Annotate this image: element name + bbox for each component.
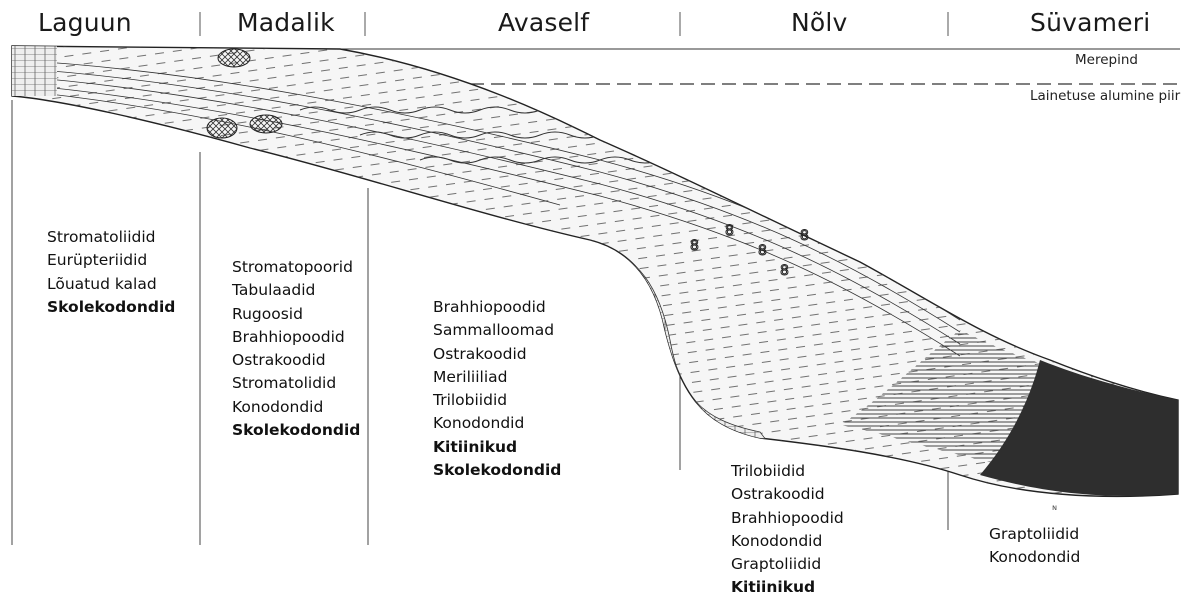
fauna-list-avaself: Brahhiopoodid Sammalloomad Ostrakoodid M… — [433, 296, 561, 482]
fauna-item: Stromatoliidid — [47, 226, 175, 249]
fauna-item-bold: Skolekodondid — [232, 419, 360, 442]
fauna-item: Tabulaadid — [232, 279, 360, 302]
fauna-item: Brahhiopoodid — [433, 296, 561, 319]
zone-title-laguun: Laguun — [38, 8, 132, 37]
fauna-list-laguun: Stromatoliidid Eurüpteriidid Lõuatud kal… — [47, 226, 175, 319]
fauna-item: Konodondid — [433, 412, 561, 435]
reef-lens-1 — [218, 49, 250, 67]
fauna-item: Stromatolidid — [232, 372, 360, 395]
wave-base-label: Lainetuse alumine piir — [1030, 88, 1180, 104]
fauna-item: Lõuatud kalad — [47, 273, 175, 296]
zone-title-nolv: Nõlv — [791, 8, 848, 37]
fauna-list-suvameri: Graptoliidid Konodondid — [989, 523, 1080, 570]
zone-title-madalik: Madalik — [237, 8, 335, 37]
fauna-item: Trilobiidid — [433, 389, 561, 412]
fauna-item: Graptoliidid — [989, 523, 1080, 546]
fauna-item: Stromatopoorid — [232, 256, 360, 279]
sea-surface-label: Merepind — [1075, 52, 1138, 68]
reef-lens-2 — [250, 115, 282, 133]
deep-sea-mark: ɴ — [1052, 503, 1057, 512]
svg-text:8: 8 — [690, 238, 699, 254]
zone-title-avaself: Avaself — [498, 8, 589, 37]
fauna-item: Sammalloomad — [433, 319, 561, 342]
fauna-item-bold: Kitiinikud — [433, 436, 561, 459]
svg-text:8: 8 — [758, 243, 767, 259]
zone-title-suvameri: Süvameri — [1030, 8, 1150, 37]
fauna-list-nolv: Trilobiidid Ostrakoodid Brahhiopoodid Ko… — [731, 460, 844, 600]
fauna-item: Konodondid — [989, 546, 1080, 569]
fauna-item: Ostrakoodid — [232, 349, 360, 372]
fauna-item: Eurüpteriidid — [47, 249, 175, 272]
fauna-item: Konodondid — [731, 530, 844, 553]
fauna-item: Meriliiliad — [433, 366, 561, 389]
svg-text:8: 8 — [725, 223, 734, 239]
fauna-item: Ostrakoodid — [433, 343, 561, 366]
lagoon-brick-block — [12, 46, 57, 96]
svg-text:8: 8 — [800, 228, 809, 244]
fauna-item-bold: Kitiinikud — [731, 576, 844, 599]
fauna-item: Ostrakoodid — [731, 483, 844, 506]
fauna-list-madalik: Stromatopoorid Tabulaadid Rugoosid Brahh… — [232, 256, 360, 442]
fauna-item-bold: Skolekodondid — [433, 459, 561, 482]
fauna-item: Brahhiopoodid — [232, 326, 360, 349]
fauna-item: Brahhiopoodid — [731, 507, 844, 530]
svg-text:8: 8 — [780, 263, 789, 279]
fauna-item: Graptoliidid — [731, 553, 844, 576]
fauna-item: Rugoosid — [232, 303, 360, 326]
fauna-item: Konodondid — [232, 396, 360, 419]
fauna-item: Trilobiidid — [731, 460, 844, 483]
fauna-item-bold: Skolekodondid — [47, 296, 175, 319]
reef-lens-3 — [207, 118, 237, 138]
